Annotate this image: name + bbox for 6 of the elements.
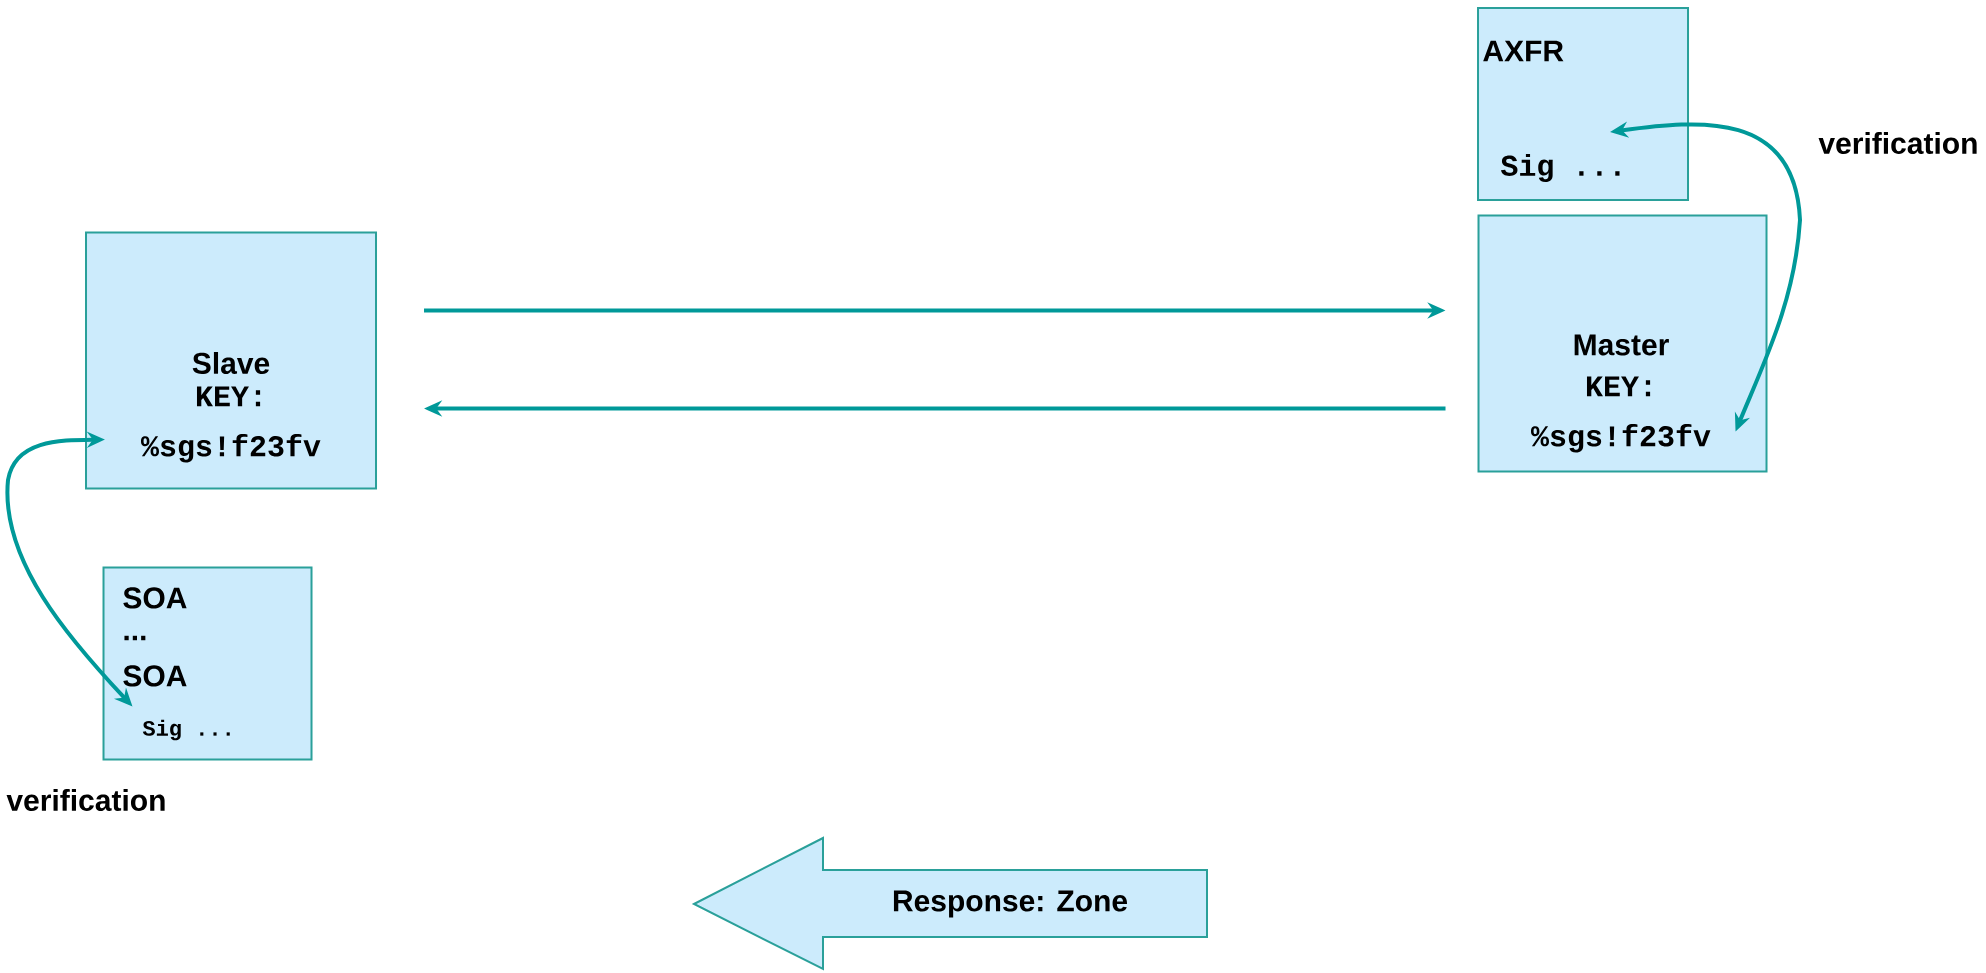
process-box: AXFR Sig ... — [1477, 7, 1689, 201]
process-box: Slave KEY: %sgs!f23fv — [85, 231, 377, 490]
process-box: Master KEY: %sgs!f23fv — [1477, 214, 1768, 473]
verification-label: verification — [1818, 132, 1977, 154]
process-box: SOA ... SOA Sig ... — [102, 566, 313, 761]
verification-label: verification — [6, 789, 165, 811]
